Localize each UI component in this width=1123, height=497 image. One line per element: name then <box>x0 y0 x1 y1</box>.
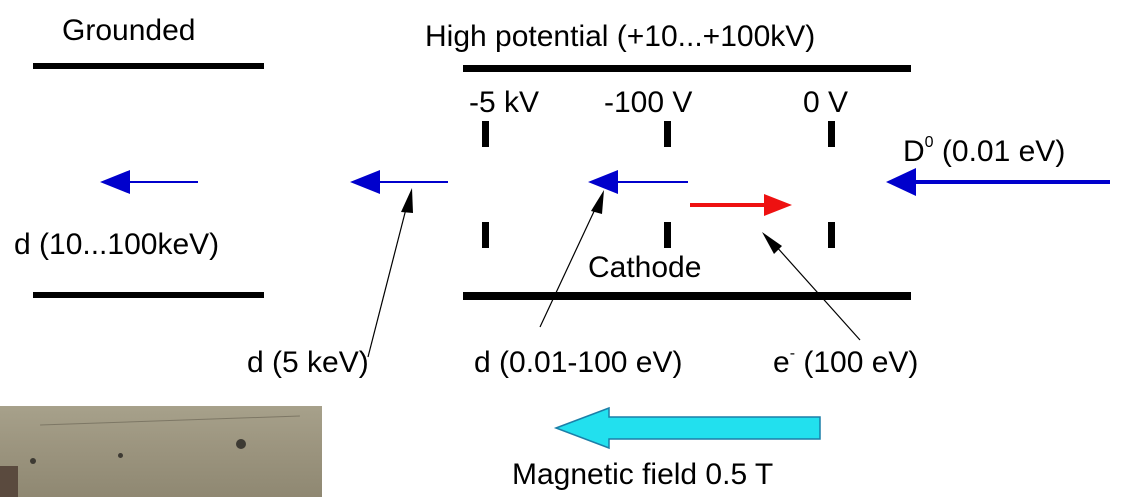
cathode-plate <box>463 292 911 300</box>
d0-symbol: D <box>903 135 925 168</box>
photo-hole <box>118 453 123 458</box>
photo-edge <box>0 466 18 497</box>
high-potential-label: High potential (+10...+100kV) <box>425 20 815 53</box>
grounded-label: Grounded <box>62 14 195 47</box>
d-5kev-label: d (5 keV) <box>247 346 369 379</box>
d0-incoming-arrow <box>886 168 1110 196</box>
pointer-electron <box>762 232 861 341</box>
minus-5kv-label: -5 kV <box>469 86 539 119</box>
d-high-energy-label: d (10...100keV) <box>14 228 219 261</box>
photo-hole <box>236 439 246 449</box>
deuteron-arrow-high-energy <box>100 170 198 194</box>
electrode-0v-lower <box>828 222 835 248</box>
zero-v-label: 0 V <box>803 86 848 119</box>
electrode-minus100v-lower <box>664 222 671 248</box>
cathode-label: Cathode <box>588 251 701 284</box>
grounded-plate-bottom <box>33 292 264 298</box>
d0-superscript: 0 <box>925 134 934 151</box>
electron-symbol: e <box>773 346 790 379</box>
photo-hole <box>30 458 36 464</box>
high-potential-plate-top <box>463 65 911 72</box>
electrode-minus5kv-upper <box>482 121 489 147</box>
d0-label: D0 (0.01 eV) <box>903 134 1065 168</box>
electron-arrow <box>690 194 792 216</box>
electrode-minus100v-upper <box>664 121 671 147</box>
pointer-d-low <box>539 190 604 328</box>
electron-label: e- (100 eV) <box>773 345 918 379</box>
electron-energy: (100 eV) <box>795 346 918 379</box>
magnetic-field-arrow <box>553 406 821 450</box>
grounded-plate-top <box>33 63 264 69</box>
magnetic-field-label: Magnetic field 0.5 T <box>512 458 773 491</box>
lab-photo-inset <box>0 406 322 497</box>
electron-superscript: - <box>790 345 795 362</box>
minus-100v-label: -100 V <box>604 86 692 119</box>
electrode-0v-upper <box>828 121 835 147</box>
photo-crack <box>40 415 300 426</box>
d0-energy: (0.01 eV) <box>934 135 1066 168</box>
pointer-d-5kev <box>367 188 413 358</box>
electrode-minus5kv-lower <box>482 222 489 248</box>
d-low-energy-label: d (0.01-100 eV) <box>474 346 682 379</box>
deuteron-arrow-5kev <box>350 170 448 194</box>
deuteron-arrow-low-energy <box>588 170 688 194</box>
